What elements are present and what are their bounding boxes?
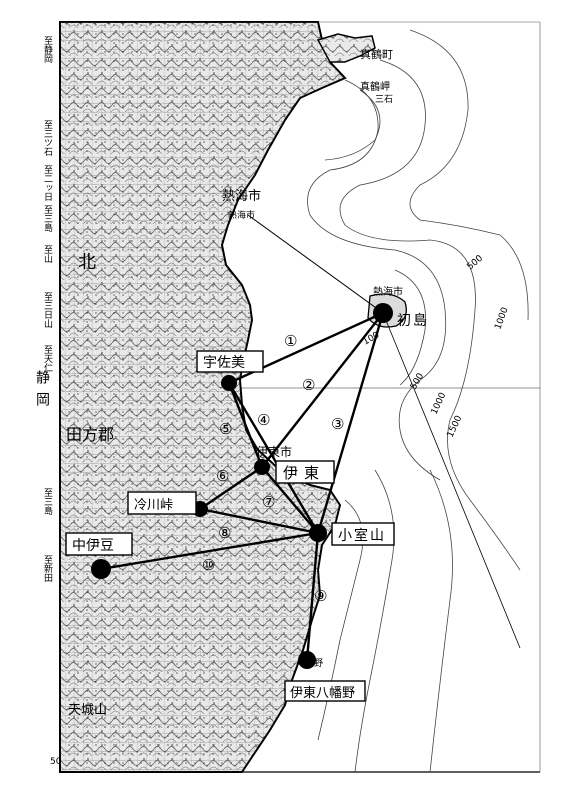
svg-text:100: 100 [362, 330, 382, 347]
svg-text:1500: 1500 [446, 414, 465, 439]
site-note-ito: 伊東市 [256, 444, 292, 459]
route-atami-hatsushima [247, 214, 384, 314]
long-diagonal-line [382, 312, 521, 649]
svg-text:宇佐美: 宇佐美 [203, 355, 245, 371]
route-line-4 [227, 382, 264, 468]
site-dot-komuroyama[interactable] [309, 524, 327, 542]
site-label-hiekawa: 冷川峠 [127, 491, 197, 515]
route-number-2: ② [302, 376, 315, 394]
site-dot-hatsushima[interactable] [373, 303, 393, 323]
route-line-5 [227, 382, 320, 534]
site-label-usami: 宇佐美 [196, 350, 264, 373]
label-atami-small: 熱海市 [228, 209, 255, 221]
site-label-hatsushima: 初島 [397, 312, 429, 329]
svg-text:小室山: 小室山 [338, 527, 386, 544]
route-line-2 [261, 312, 384, 468]
margin-label: 至三ツ石 [42, 120, 53, 157]
manazuru-peninsula [316, 33, 376, 63]
margin-labels: 至静岡 至三ツ石 至二ッ日 至三島 至山 至三日山 至天仁 静岡 至三島 至新田… [34, 36, 62, 767]
site-dot-ito[interactable] [254, 459, 270, 475]
site-dot-nakaizu[interactable] [91, 559, 111, 579]
svg-text:伊東: 伊東 [283, 464, 325, 482]
label-amagi: 天城山 [68, 703, 107, 718]
depth-labels: 100 500 1000 1500 1000 500 [362, 253, 511, 439]
margin-label: 至天仁 [42, 345, 53, 372]
route-line-8 [199, 507, 319, 535]
route-number-6: ⑥ [216, 467, 229, 485]
svg-text:伊東八幡野: 伊東八幡野 [290, 685, 355, 701]
svg-text:中伊豆: 中伊豆 [72, 538, 114, 554]
label-manazuru: 真鶴町 [360, 47, 393, 61]
label-tagata: 田方郡 [66, 425, 114, 444]
route-number-5: ⑤ [219, 420, 232, 438]
svg-text:1000: 1000 [493, 306, 510, 331]
margin-label: 至静岡 [42, 36, 53, 64]
route-number-3: ③ [331, 415, 344, 433]
sea-contours [307, 29, 529, 773]
site-note-hatsushima: 熱海市 [373, 285, 403, 298]
land-texture [60, 22, 345, 772]
route-number-10: ⑩ [202, 556, 215, 574]
label-mitsuishi: 三石 [375, 95, 393, 105]
route-line-10 [100, 531, 319, 571]
site-label-komuroyama: 小室山 [331, 522, 395, 546]
route-number-1: ① [284, 332, 297, 350]
label-atami-city: 熱海市 [222, 188, 261, 204]
site-label-hachimanno: 伊東八幡野 [284, 680, 366, 702]
svg-text:500: 500 [409, 371, 426, 391]
label-manazuru-cape: 真鶴岬 [360, 80, 390, 93]
margin-label: 至新田 [42, 555, 53, 583]
route-number-7: ⑦ [262, 493, 275, 511]
margin-label: 至三島 [42, 488, 53, 516]
site-label-nakaizu: 中伊豆 [65, 532, 133, 556]
margin-label: 至二ッ日 [42, 165, 53, 201]
svg-text:冷川峠: 冷川峠 [134, 498, 173, 513]
route-line-3 [316, 312, 385, 534]
margin-label: 至山 [42, 245, 53, 263]
label-hachimanno-small: 八幡野 [296, 657, 323, 669]
route-number-4: ④ [257, 411, 270, 429]
route-number-9: ⑨ [314, 587, 327, 605]
site-label-ito: 伊東 [275, 460, 335, 484]
route-line-9 [305, 532, 320, 661]
route-number-8: ⑧ [218, 524, 231, 542]
site-dot-hachimanno[interactable] [298, 651, 316, 669]
route-line-7 [261, 466, 319, 534]
svg-text:1000: 1000 [430, 391, 449, 416]
margin-label: 至三島 [42, 205, 53, 233]
margin-label: 至三日山 [42, 292, 53, 328]
route-lines [100, 311, 385, 661]
margin-label: 50 [50, 757, 62, 767]
route-line-6 [199, 466, 263, 510]
margin-label-shizuoka: 静岡 [34, 370, 50, 414]
route-numbers: ① ② ③ ④ ⑤ ⑥ ⑦ ⑧ ⑨ ⑩ [202, 332, 344, 605]
site-dot-usami[interactable] [221, 375, 237, 391]
svg-text:500: 500 [466, 253, 486, 272]
label-kita: 北 [78, 252, 96, 273]
